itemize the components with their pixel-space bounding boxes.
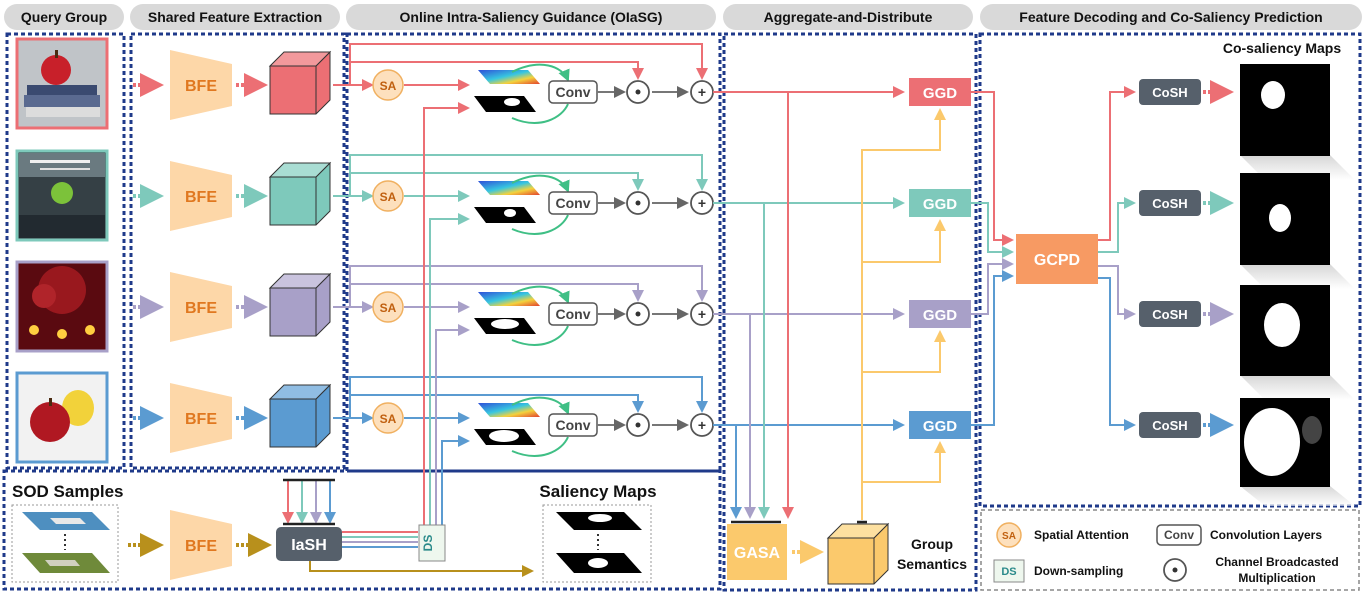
- co-saliency-map-1: [1240, 64, 1355, 180]
- legend-sa-icon: [996, 522, 1022, 548]
- conv-modules: [548, 80, 598, 437]
- legend-ds-icon: [993, 559, 1025, 583]
- header-query-group: Query Group: [21, 9, 107, 25]
- legend: SA Spatial Attention Conv Convolution La…: [993, 522, 1339, 585]
- legend-mult-text-2: Multiplication: [1238, 571, 1315, 585]
- conv-label-4: Conv: [556, 417, 591, 433]
- bfe-label-4: BFE: [185, 411, 217, 428]
- sa-label-4: SA: [380, 412, 397, 426]
- query-image-4: [15, 371, 109, 464]
- header-decoding: Feature Decoding and Co-Saliency Predict…: [1019, 9, 1322, 25]
- row-purple: [133, 272, 332, 342]
- bfe-block-4: [170, 383, 232, 453]
- legend-frame: [980, 509, 1360, 591]
- legend-sa-text: Spatial Attention: [1034, 528, 1129, 542]
- cosh-modules: [1139, 79, 1201, 438]
- query-image-2: [15, 149, 109, 242]
- legend-conv-icon: [1156, 524, 1202, 546]
- query-image-1: [15, 37, 109, 130]
- legend-conv-symbol: Conv: [1164, 528, 1194, 542]
- ggd-label-4: GGD: [923, 418, 957, 435]
- row-red: [133, 50, 332, 120]
- sa-label-1: SA: [380, 79, 397, 93]
- co-saliency-maps-title: Co-saliency Maps: [1223, 40, 1341, 56]
- co-saliency-map-2: [1240, 173, 1355, 289]
- add-label-4: +: [698, 417, 706, 433]
- header-bar: Query Group Shared Feature Extraction On…: [4, 4, 1362, 30]
- conv-label-1: Conv: [556, 84, 591, 100]
- bfe-block-sod: [170, 510, 232, 580]
- row-teal: [133, 161, 332, 231]
- ggd-label-3: GGD: [923, 307, 957, 324]
- iash-label: IaSH: [291, 537, 327, 554]
- bfe-label-sod: BFE: [185, 538, 217, 555]
- header-shared-feature-extraction: Shared Feature Extraction: [148, 9, 322, 25]
- group-semantics-label-1: Group: [911, 536, 953, 552]
- saliency-maps-title: Saliency Maps: [539, 482, 656, 501]
- ds-block: [418, 524, 446, 562]
- legend-conv-text: Convolution Layers: [1210, 528, 1322, 542]
- group-semantics-cube: [826, 520, 890, 585]
- add-label-3: +: [698, 306, 706, 322]
- legend-sa-symbol: SA: [1002, 531, 1016, 542]
- cosh-label-3: CoSH: [1152, 307, 1187, 322]
- bfe-block-3: [170, 272, 232, 342]
- bfe-label-2: BFE: [185, 189, 217, 206]
- cosh-label-4: CoSH: [1152, 418, 1187, 433]
- bfe-label-3: BFE: [185, 300, 217, 317]
- attention-maps: [474, 70, 540, 445]
- gcpd-label: GCPD: [1034, 252, 1080, 269]
- co-saliency-map-3: [1240, 285, 1355, 400]
- bfe-block-1: [170, 50, 232, 120]
- header-aggregate-distribute: Aggregate-and-Distribute: [764, 9, 933, 25]
- add-label-1: +: [698, 84, 706, 100]
- iash-block: [276, 478, 342, 561]
- ggd-label-2: GGD: [923, 196, 957, 213]
- legend-mult-text-1: Channel Broadcasted: [1215, 555, 1338, 569]
- sod-samples-image: [11, 504, 119, 583]
- group-semantics-label-2: Semantics: [897, 556, 967, 572]
- legend-ds-text: Down-sampling: [1034, 564, 1123, 578]
- row-blue: [133, 383, 332, 453]
- add-label-2: +: [698, 195, 706, 211]
- bfe-label-1: BFE: [185, 78, 217, 95]
- ggd-modules: [909, 78, 971, 439]
- cosh-label-1: CoSH: [1152, 85, 1187, 100]
- section-frames: [2, 32, 1362, 592]
- gasa-label: GASA: [734, 545, 781, 562]
- saliency-maps-image: [542, 504, 652, 583]
- legend-ds-symbol: DS: [1001, 566, 1016, 578]
- sa-modules: [372, 69, 404, 434]
- gcpd-block: [1016, 234, 1098, 284]
- sa-label-2: SA: [380, 190, 397, 204]
- gasa-block: [727, 520, 787, 580]
- cosh-label-2: CoSH: [1152, 196, 1187, 211]
- header-oiasg: Online Intra-Saliency Guidance (OIaSG): [400, 9, 663, 25]
- conv-label-3: Conv: [556, 306, 591, 322]
- bfe-block-2: [170, 161, 232, 231]
- ds-label: DS: [421, 535, 435, 552]
- sa-label-3: SA: [380, 301, 397, 315]
- ggd-label-1: GGD: [923, 85, 957, 102]
- sod-samples-title: SOD Samples: [12, 482, 124, 501]
- query-image-3: [15, 260, 109, 353]
- co-saliency-map-4: [1240, 398, 1355, 506]
- conv-label-2: Conv: [556, 195, 591, 211]
